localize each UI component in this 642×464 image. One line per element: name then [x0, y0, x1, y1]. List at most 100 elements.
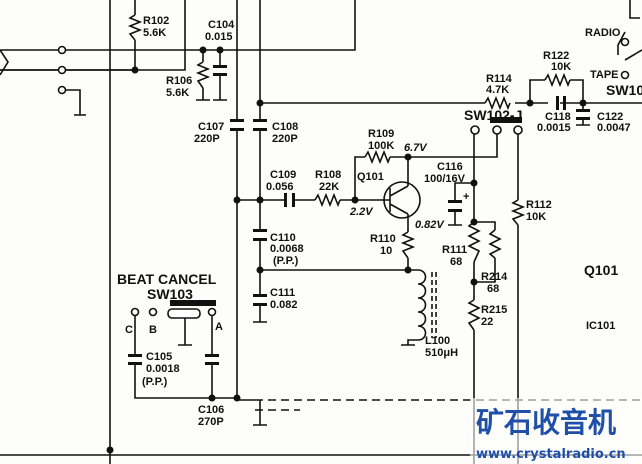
sw103-title: BEAT CANCEL — [117, 271, 217, 287]
c116-value: 100/16V — [424, 173, 466, 185]
c109-value: 0.056 — [266, 181, 294, 193]
capacitor-c111 — [253, 294, 267, 297]
c111-ref: C111 — [270, 287, 295, 299]
block-ic101-label: IC101 — [586, 320, 615, 332]
block-q101-label: Q101 — [584, 262, 618, 278]
watermark-url: www.crystalradio.cn — [476, 447, 626, 462]
resistor-r122 — [544, 72, 571, 88]
r108-ref: R108 — [315, 169, 341, 181]
tape-label: TAPE — [590, 69, 619, 81]
r122-value: 10K — [551, 61, 571, 73]
r109-ref: R109 — [368, 128, 394, 140]
c118-ref: C118 — [545, 111, 571, 123]
resistor-r111 — [467, 221, 481, 263]
c116-ref: C116 — [437, 161, 463, 173]
r114-value: 4.7K — [486, 84, 509, 96]
resistor-r106 — [195, 61, 211, 89]
resistor-r109 — [364, 149, 391, 165]
c106-ref: C106 — [198, 404, 224, 416]
c105-note: (P.P.) — [142, 376, 168, 388]
sw10x-label: SW10 — [606, 82, 642, 98]
c104-value: 0.015 — [205, 31, 233, 43]
resistors — [127, 14, 571, 331]
resistor-r214 — [488, 229, 502, 259]
r214-value: 68 — [487, 283, 499, 295]
c108-value: 220P — [272, 133, 298, 145]
r215-value: 22 — [481, 316, 493, 328]
capacitor-c109 — [284, 193, 287, 207]
capacitor-c106 — [205, 354, 219, 357]
r110-value: 10 — [380, 245, 392, 257]
resistor-r108 — [314, 192, 341, 208]
capacitor-c104 — [213, 65, 227, 68]
sw103-term-c: C — [125, 324, 133, 336]
sw103-actuator — [170, 300, 216, 306]
r111-ref: R111 — [442, 244, 467, 256]
c105-ref: C105 — [146, 351, 172, 363]
capacitors — [128, 65, 590, 365]
capacitor-c108 — [253, 119, 267, 122]
sw103-term-a: A — [215, 321, 223, 333]
r215-ref: R215 — [481, 304, 507, 316]
resistor-r215 — [467, 299, 481, 331]
c108-ref: C108 — [272, 121, 298, 133]
r122-ref: R122 — [543, 50, 569, 62]
resistor-r114 — [484, 95, 511, 111]
radio-label: RADIO — [585, 27, 621, 39]
r102-value: 5.6K — [143, 27, 166, 39]
r109-value: 100K — [368, 140, 394, 152]
r106-ref: R106 — [166, 75, 192, 87]
c122-ref: C122 — [597, 111, 623, 123]
c116-polarity: + — [463, 191, 469, 203]
capacitor-c107 — [230, 119, 244, 122]
resistor-r112 — [510, 199, 526, 226]
r214-ref: R214 — [481, 271, 508, 283]
inductor-l100 — [417, 269, 437, 341]
capacitor-c105 — [128, 354, 142, 357]
c105-value: 0.0018 — [146, 363, 180, 375]
r108-value: 22K — [319, 181, 339, 193]
q101-ref: Q101 — [357, 171, 384, 183]
r111-value: 68 — [450, 256, 462, 268]
c109-ref: C109 — [270, 169, 296, 181]
c118-value: 0.0015 — [537, 122, 571, 134]
sw103-term-b: B — [149, 324, 157, 336]
l100-ref: L100 — [425, 335, 450, 347]
c110-note: (P.P.) — [273, 255, 299, 267]
c107-value: 220P — [194, 133, 220, 145]
sw102j-actuator — [490, 117, 522, 123]
c111-value: 0.082 — [270, 299, 298, 311]
c110-value: 0.0068 — [270, 243, 304, 255]
c107-ref: C107 — [198, 121, 224, 133]
capacitor-c118 — [556, 96, 559, 110]
l100-value: 510μH — [425, 347, 458, 359]
r112-ref: R112 — [526, 199, 552, 211]
junction-dots — [106, 46, 587, 454]
sw103-label: SW103 — [147, 286, 193, 302]
capacitor-c116 — [448, 200, 462, 203]
collector-voltage: 6.7V — [404, 142, 428, 154]
r112-value: 10K — [526, 211, 546, 223]
base-voltage: 2.2V — [349, 206, 374, 218]
capacitor-c110 — [253, 229, 267, 232]
c106-value: 270P — [198, 416, 224, 428]
r102-ref: R102 — [143, 15, 169, 27]
c110-ref: C110 — [270, 232, 296, 244]
sw103-slider — [167, 308, 201, 319]
r106-value: 5.6K — [166, 87, 189, 99]
resistor-r102 — [127, 14, 143, 41]
emitter-voltage: 0.82V — [415, 219, 445, 231]
transistor-q101-symbol — [383, 181, 421, 219]
resistor-r110 — [400, 231, 416, 259]
sw102j-label: SW102-J — [464, 107, 522, 123]
c104-ref: C104 — [208, 19, 235, 31]
capacitor-c122 — [576, 109, 590, 112]
ground-symbols — [74, 99, 590, 426]
watermark-title: 矿石收音机 — [476, 406, 616, 439]
c122-value: 0.0047 — [597, 122, 631, 134]
r110-ref: R110 — [370, 233, 396, 245]
terminals — [57, 37, 630, 317]
